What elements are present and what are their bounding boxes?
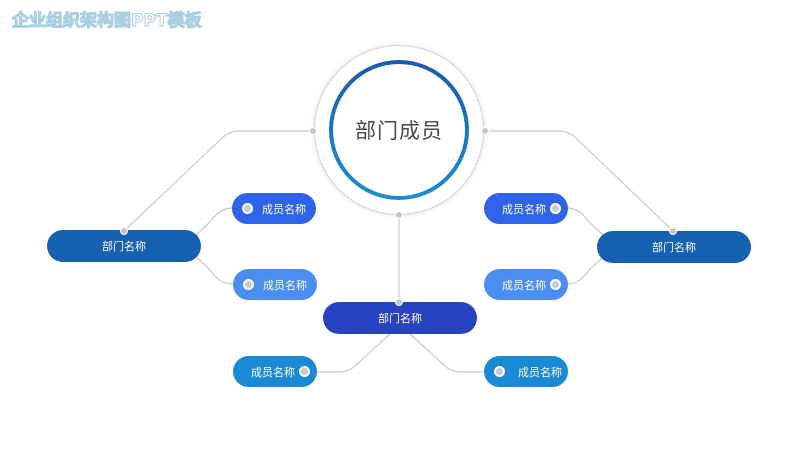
department-label: 部门名称 (102, 240, 146, 253)
bullet-icon (494, 366, 505, 377)
member-label: 成员名称 (502, 278, 546, 292)
bullet-icon (243, 279, 254, 290)
member-center-2[interactable]: 成员名称 (484, 356, 568, 387)
member-label: 成员名称 (263, 278, 307, 292)
bullet-icon (550, 203, 561, 214)
member-right-1[interactable]: 成员名称 (484, 193, 568, 224)
department-label: 部门名称 (652, 241, 696, 254)
member-left-1[interactable]: 成员名称 (232, 193, 316, 224)
member-label: 成员名称 (251, 365, 295, 379)
slide-title: 企业组织架构图PPT模板 (12, 11, 203, 32)
center-node[interactable]: 部门成员 (314, 45, 484, 215)
department-center[interactable]: 部门名称 (323, 302, 477, 334)
member-label: 成员名称 (518, 365, 562, 379)
member-center-1[interactable]: 成员名称 (233, 356, 317, 387)
bullet-icon (242, 203, 253, 214)
department-label: 部门名称 (378, 312, 422, 325)
connector-dot (669, 227, 677, 235)
member-label: 成员名称 (262, 202, 306, 216)
center-ring: 部门成员 (329, 60, 469, 200)
member-left-2[interactable]: 成员名称 (233, 269, 317, 300)
connector-dot-bottom (395, 211, 403, 219)
bullet-icon (550, 279, 561, 290)
member-label: 成员名称 (502, 202, 546, 216)
department-right[interactable]: 部门名称 (597, 231, 751, 263)
connector-dot-right (481, 127, 489, 135)
bullet-icon (299, 366, 310, 377)
center-label: 部门成员 (355, 119, 443, 143)
member-right-2[interactable]: 成员名称 (484, 269, 568, 300)
connector-dot (120, 227, 128, 235)
connector-dot (395, 298, 403, 306)
department-left[interactable]: 部门名称 (47, 230, 201, 262)
connector-dot-left (309, 127, 317, 135)
